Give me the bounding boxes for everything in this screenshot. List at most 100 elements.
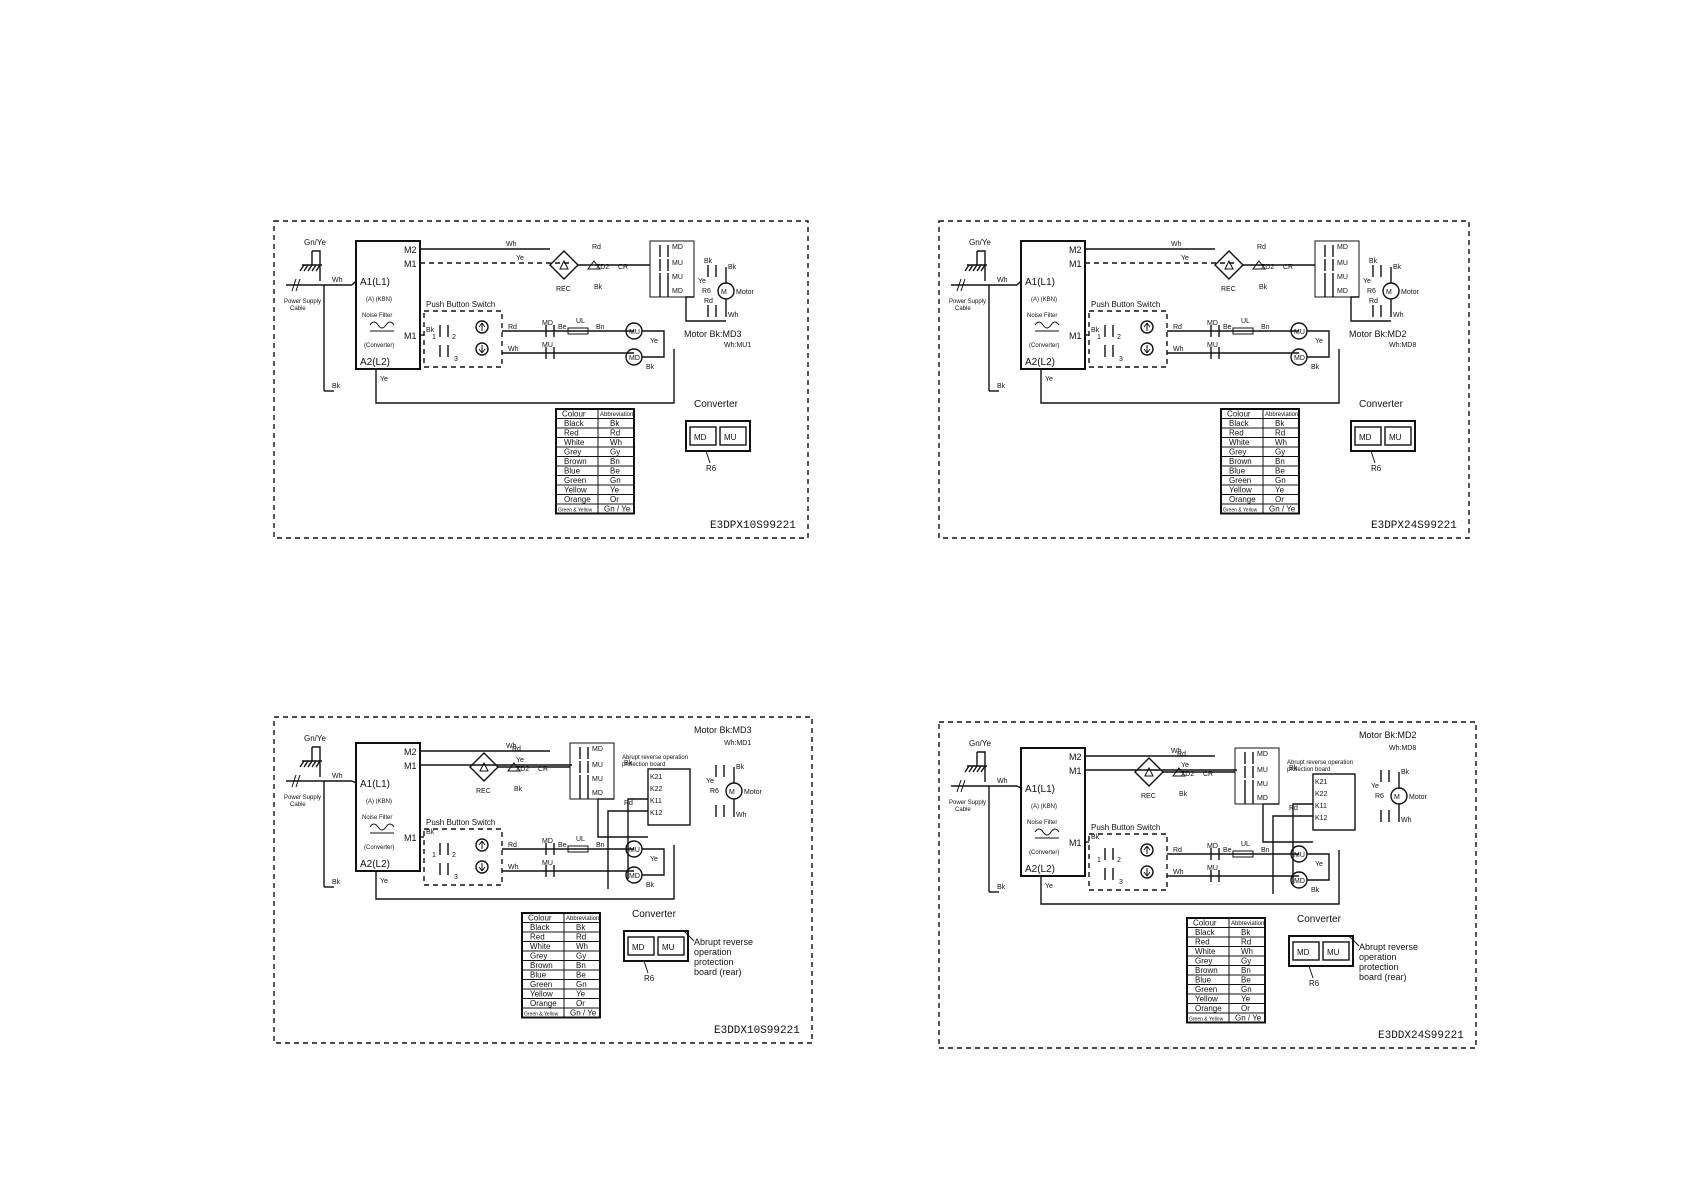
terminal-m1: M1 [1069, 259, 1082, 269]
up-arrow-icon [1140, 320, 1154, 334]
wire [683, 930, 695, 942]
table-cell: Wh [1275, 438, 1287, 447]
wire [643, 960, 649, 974]
md-label: MD [1337, 288, 1348, 295]
table-cell: Grey [1229, 448, 1246, 457]
abrupt-note: operation [1359, 952, 1397, 962]
wire-label: Be [1223, 847, 1232, 854]
terminal-m1-lower: M1 [1069, 838, 1082, 848]
md-coil-icon: MD [1290, 871, 1308, 889]
motor-label: Motor [744, 789, 763, 796]
kbn-label: (A) (KBN) [366, 297, 392, 303]
wire [303, 264, 309, 272]
rectifier-diamond [1214, 250, 1244, 280]
ul-label: UL [1241, 841, 1250, 848]
arrow-glyph [478, 863, 486, 872]
md-box-label: MD [1297, 948, 1310, 957]
panel-frame [273, 220, 809, 539]
mu-label: MU [542, 342, 553, 349]
ground-label: Gn/Ye [969, 238, 991, 247]
motor-icon-letter: M [729, 789, 735, 796]
wire-label: Ye [380, 878, 388, 885]
motor-label: Motor [1401, 289, 1420, 296]
table-header: Abbreviation [1231, 921, 1264, 927]
ul-thermal-icon [1232, 850, 1254, 858]
panel-frame [938, 220, 1470, 539]
wire [375, 845, 675, 900]
mu-coil-icon: MU [625, 840, 643, 858]
table-cell: Ye [1275, 486, 1285, 495]
relay-pin-label: K21 [1315, 779, 1328, 786]
md-contact-icon [659, 245, 669, 257]
wire-label: Rd [1173, 324, 1182, 331]
md-label: MD [1257, 751, 1268, 758]
up-arrow-icon [1140, 843, 1154, 857]
wire [1350, 296, 1391, 322]
r6-label: R6 [702, 288, 711, 295]
wire [299, 760, 305, 768]
wire-label: Ye [516, 757, 524, 764]
wire-label: Bk [1259, 284, 1268, 291]
table-header: Abbreviation [1265, 412, 1298, 418]
converter-label: Converter [694, 399, 739, 410]
wire-label: Rd [704, 298, 713, 305]
wire-label: Ye [1181, 762, 1189, 769]
mu-box-label: MU [1389, 433, 1402, 442]
zd2-label: ZD2 [596, 264, 609, 271]
terminal-a2: A2(L2) [360, 859, 390, 870]
abrupt-reverse-board [647, 768, 691, 826]
table-cell: Or [576, 999, 585, 1008]
wire [960, 278, 966, 292]
power-supply-label: Cable [290, 306, 306, 312]
switch-contact-icon [439, 843, 449, 855]
md-label: MD [1337, 244, 1348, 251]
switch-terminal-number: 3 [1119, 879, 1123, 886]
power-supply-label: Cable [955, 807, 971, 813]
down-arrow-icon [1140, 342, 1154, 356]
ground-icon [964, 752, 987, 773]
table-cell: Red [1229, 429, 1244, 438]
abrupt-board-label: protection board [622, 762, 665, 768]
wire-label: Bk [426, 327, 435, 334]
relay-pin-label: K12 [650, 810, 663, 817]
terminal-a1: A1(L1) [360, 277, 390, 288]
mu-contact-icon [1324, 259, 1334, 271]
table-cell: Bn [1241, 966, 1251, 975]
table-header: Colour [1227, 410, 1251, 419]
table-cell: Gn [1241, 985, 1252, 994]
motor-icon-letter: MU [629, 329, 640, 336]
table-cell: Bk [1241, 928, 1251, 937]
cr-label: CR [1283, 264, 1293, 271]
table-cell: Ye [610, 486, 620, 495]
md-label: MD [592, 746, 603, 753]
wire [1308, 965, 1314, 979]
mu-contact-icon [1210, 870, 1220, 882]
converter-block [1020, 240, 1086, 370]
push-button-switch-box [1088, 833, 1168, 891]
rec-label: REC [1141, 793, 1156, 800]
wire [642, 330, 665, 358]
wire [1370, 450, 1376, 464]
mu-coil-icon: MU [625, 322, 643, 340]
wire [291, 774, 297, 788]
r6-sketch-label: R6 [644, 974, 655, 983]
table-cell: Be [1275, 467, 1285, 476]
wire-label: Bk [426, 829, 435, 836]
wire [977, 250, 986, 281]
wire-label: Bk [646, 882, 655, 889]
wire [976, 765, 982, 773]
mu-contact-icon [1244, 780, 1254, 792]
wire-label: Rd [1257, 244, 1266, 251]
switch-contact-icon [1104, 868, 1114, 880]
md-contact-icon [579, 787, 589, 799]
md-contact-icon [1372, 265, 1382, 277]
mu-box-label: MU [662, 943, 675, 952]
down-arrow-icon [475, 860, 489, 874]
table-cell: Green & Yellow [1189, 1017, 1224, 1023]
rectifier-diode [1224, 259, 1234, 270]
wire-label: Wh [1393, 312, 1404, 319]
r6-sketch-label: R6 [1371, 464, 1382, 473]
r6-label: R6 [1375, 793, 1384, 800]
